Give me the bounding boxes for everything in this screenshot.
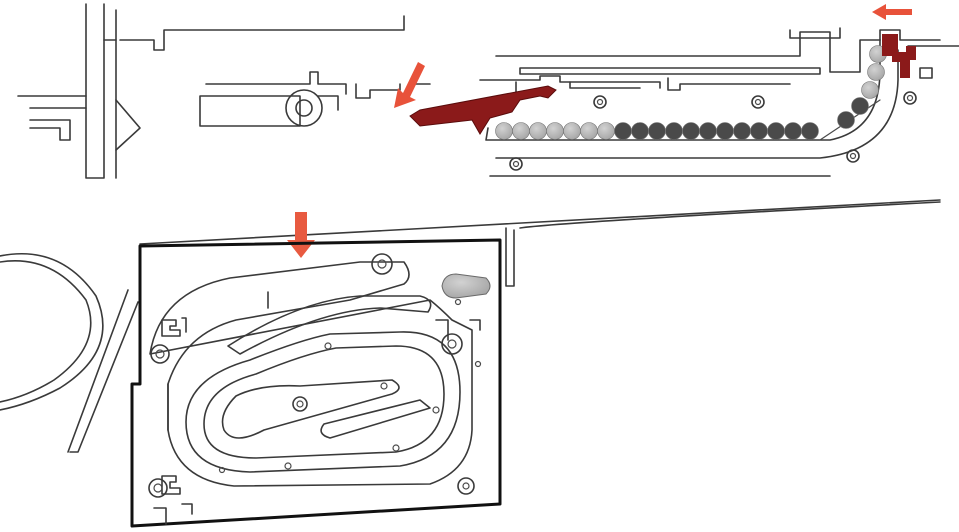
cartridge-dark — [716, 122, 734, 140]
cartridge-dark — [767, 122, 785, 140]
cartridge-dark — [784, 122, 802, 140]
pivot-pins — [509, 67, 933, 171]
cartridge-dark — [631, 122, 649, 140]
bolt-lever — [199, 71, 347, 127]
cartridge-dark — [733, 122, 751, 140]
cartridge-light — [546, 122, 564, 140]
cartridge-light — [495, 122, 513, 140]
ejected-cartridge — [441, 273, 491, 299]
cartridge-dark — [665, 122, 683, 140]
cartridge-curve — [837, 111, 855, 129]
stock-outline — [0, 199, 941, 453]
cartridge-curve — [861, 81, 879, 99]
receiver-section — [17, 3, 959, 179]
cartridge-light — [563, 122, 581, 140]
cartridge-curve — [851, 97, 869, 115]
cartridge-dark — [682, 122, 700, 140]
cartridge-dark — [614, 122, 632, 140]
side-plate — [130, 238, 502, 528]
cartridge-curve — [867, 63, 885, 81]
feed-cover — [355, 27, 959, 99]
cartridge-light — [512, 122, 530, 140]
arrow-down-icon — [287, 212, 315, 258]
arrow-down-left-icon — [394, 62, 425, 108]
cartridge-light — [597, 122, 615, 140]
cartridge-belt — [495, 45, 887, 140]
extractor — [882, 34, 916, 78]
feed-pawl — [409, 85, 557, 135]
cartridge-dark — [699, 122, 717, 140]
cartridge-light — [580, 122, 598, 140]
cartridge-dark — [750, 122, 768, 140]
feed-chute — [485, 39, 899, 177]
cartridge-light — [529, 122, 547, 140]
cartridge-dark — [801, 122, 819, 140]
cartridge-dark — [648, 122, 666, 140]
arrow-left-icon — [872, 4, 912, 20]
breech-block — [17, 3, 405, 179]
